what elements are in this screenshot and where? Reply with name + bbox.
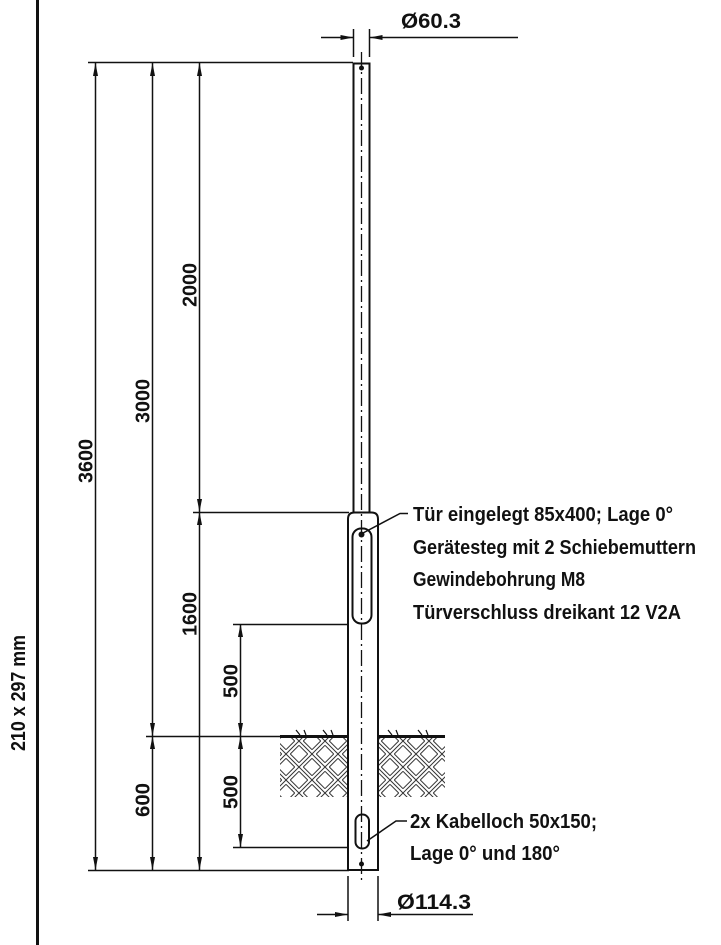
door-annotation: Tür eingelegt 85x400; Lage 0° Gerätesteg… xyxy=(358,504,696,624)
arrow-down-icon xyxy=(197,499,202,512)
extension-lines xyxy=(88,61,353,872)
ground-hatch-left xyxy=(280,737,352,797)
ground-hatch-right xyxy=(375,737,445,797)
dim-label-1600: 1600 xyxy=(180,592,202,636)
cable-leader-line xyxy=(366,820,407,842)
arrow-up-icon xyxy=(238,736,243,749)
dim-label-500-lower: 500 xyxy=(221,775,243,809)
arrow-down-icon xyxy=(150,857,155,870)
door-note-line2: Gerätesteg mit 2 Schiebemuttern xyxy=(413,537,696,559)
door-note-line1: Tür eingelegt 85x400; Lage 0° xyxy=(413,504,673,526)
cable-annotation: 2x Kabelloch 50x150; Lage 0° und 180° xyxy=(366,811,597,865)
centerline-top-dot xyxy=(359,65,364,71)
dimension-500-lower: 500 xyxy=(221,736,243,847)
arrow-up-icon xyxy=(150,63,155,76)
dim-label-3000: 3000 xyxy=(133,379,155,423)
pole-outline xyxy=(347,52,379,884)
dim-label-3600: 3600 xyxy=(76,439,98,483)
bottom-diameter-dimension: Ø114.3 xyxy=(317,876,473,921)
cable-hole xyxy=(354,813,370,850)
top-diameter-label: Ø60.3 xyxy=(401,10,461,33)
arrow-down-icon xyxy=(197,857,202,870)
dim-label-2000: 2000 xyxy=(180,263,202,307)
dim-label-500-upper: 500 xyxy=(221,664,243,698)
arrow-up-icon xyxy=(197,512,202,525)
dimension-1600: 1600 xyxy=(180,512,202,870)
paper-size-label: 210 x 297 mm xyxy=(8,635,30,751)
arrow-down-icon xyxy=(150,723,155,736)
ground-hatch xyxy=(280,729,445,797)
dimension-2000: 2000 xyxy=(180,63,202,512)
door-note-line4: Türverschluss dreikant 12 V2A xyxy=(413,602,681,624)
arrow-left-icon xyxy=(378,912,391,917)
arrow-left-icon xyxy=(369,35,383,40)
dimension-500-upper: 500 xyxy=(221,624,243,736)
arrow-down-icon xyxy=(93,857,98,870)
top-diameter-dimension: Ø60.3 xyxy=(321,10,518,57)
arrow-down-icon xyxy=(238,723,243,736)
cable-note-line2: Lage 0° und 180° xyxy=(410,843,560,865)
arrow-right-icon xyxy=(340,35,354,40)
cable-note-line1: 2x Kabelloch 50x150; xyxy=(410,811,597,833)
bottom-diameter-label: Ø114.3 xyxy=(397,891,471,914)
grass-ticks xyxy=(295,729,429,736)
arrow-up-icon xyxy=(238,624,243,637)
centerline-bottom-dot xyxy=(359,861,364,867)
arrow-right-icon xyxy=(335,912,348,917)
arrow-up-icon xyxy=(197,63,202,76)
door-leader-line xyxy=(362,512,408,534)
dimension-3600: 3600 xyxy=(76,63,98,870)
arrow-down-icon xyxy=(238,834,243,847)
door-note-line3: Gewindebohrung M8 xyxy=(413,569,585,591)
dimension-3000: 3000 xyxy=(133,63,155,736)
dimension-600: 600 xyxy=(133,736,155,870)
dim-label-600: 600 xyxy=(133,783,155,817)
arrow-up-icon xyxy=(93,63,98,76)
arrow-up-icon xyxy=(150,736,155,749)
